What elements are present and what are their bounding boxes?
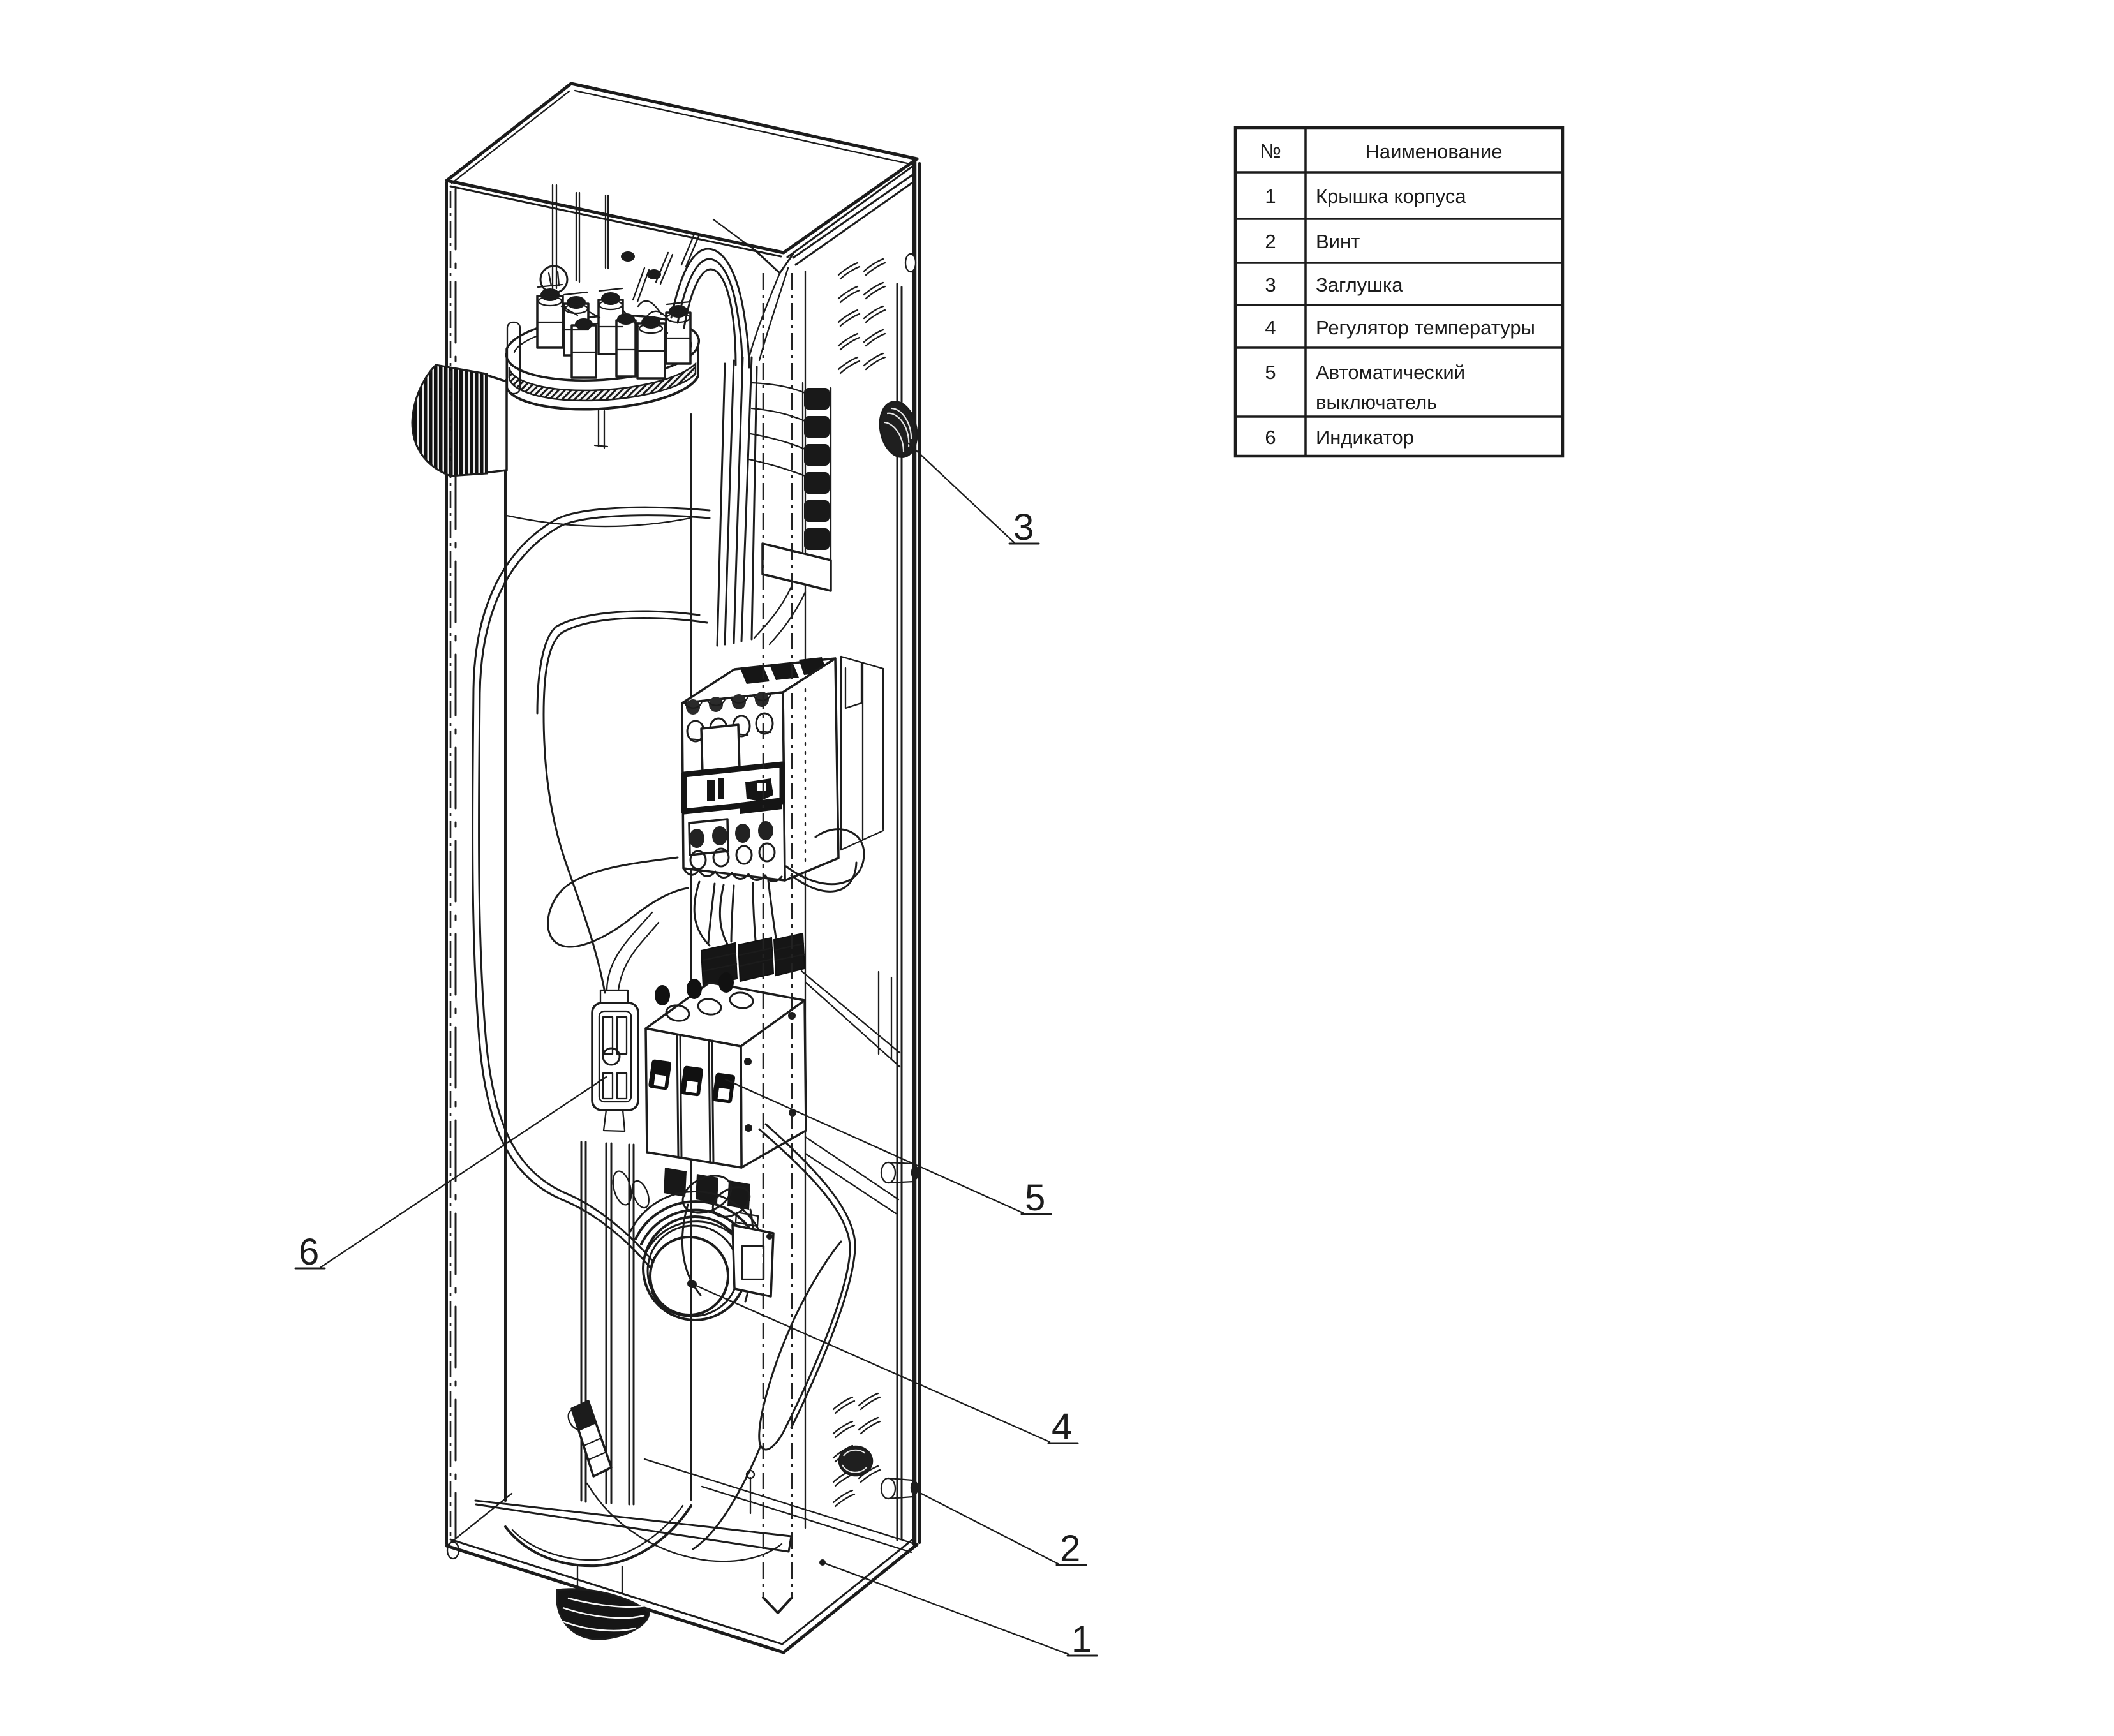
svg-text:1: 1 (1265, 185, 1276, 207)
svg-text:6: 6 (299, 1231, 319, 1273)
svg-text:3: 3 (1013, 507, 1034, 548)
svg-text:5: 5 (1025, 1177, 1045, 1219)
svg-text:5: 5 (1265, 361, 1276, 383)
svg-text:2: 2 (1060, 1528, 1080, 1569)
svg-text:Крышка корпуса: Крышка корпуса (1316, 185, 1466, 207)
svg-text:3: 3 (1265, 274, 1276, 296)
svg-text:Автоматический: Автоматический (1316, 361, 1465, 383)
svg-text:6: 6 (1265, 426, 1276, 449)
svg-text:Заглушка: Заглушка (1316, 274, 1403, 296)
svg-text:Винт: Винт (1316, 230, 1360, 253)
svg-text:выключатель: выключатель (1316, 391, 1437, 413)
svg-text:Индикатор: Индикатор (1316, 426, 1414, 449)
svg-text:2: 2 (1265, 230, 1276, 253)
svg-text:4: 4 (1265, 316, 1276, 339)
svg-text:1: 1 (1071, 1619, 1092, 1660)
svg-text:Регулятор температуры: Регулятор температуры (1316, 316, 1535, 339)
svg-text:№: № (1260, 140, 1281, 162)
svg-text:Наименование: Наименование (1366, 140, 1503, 163)
svg-text:4: 4 (1052, 1406, 1072, 1448)
